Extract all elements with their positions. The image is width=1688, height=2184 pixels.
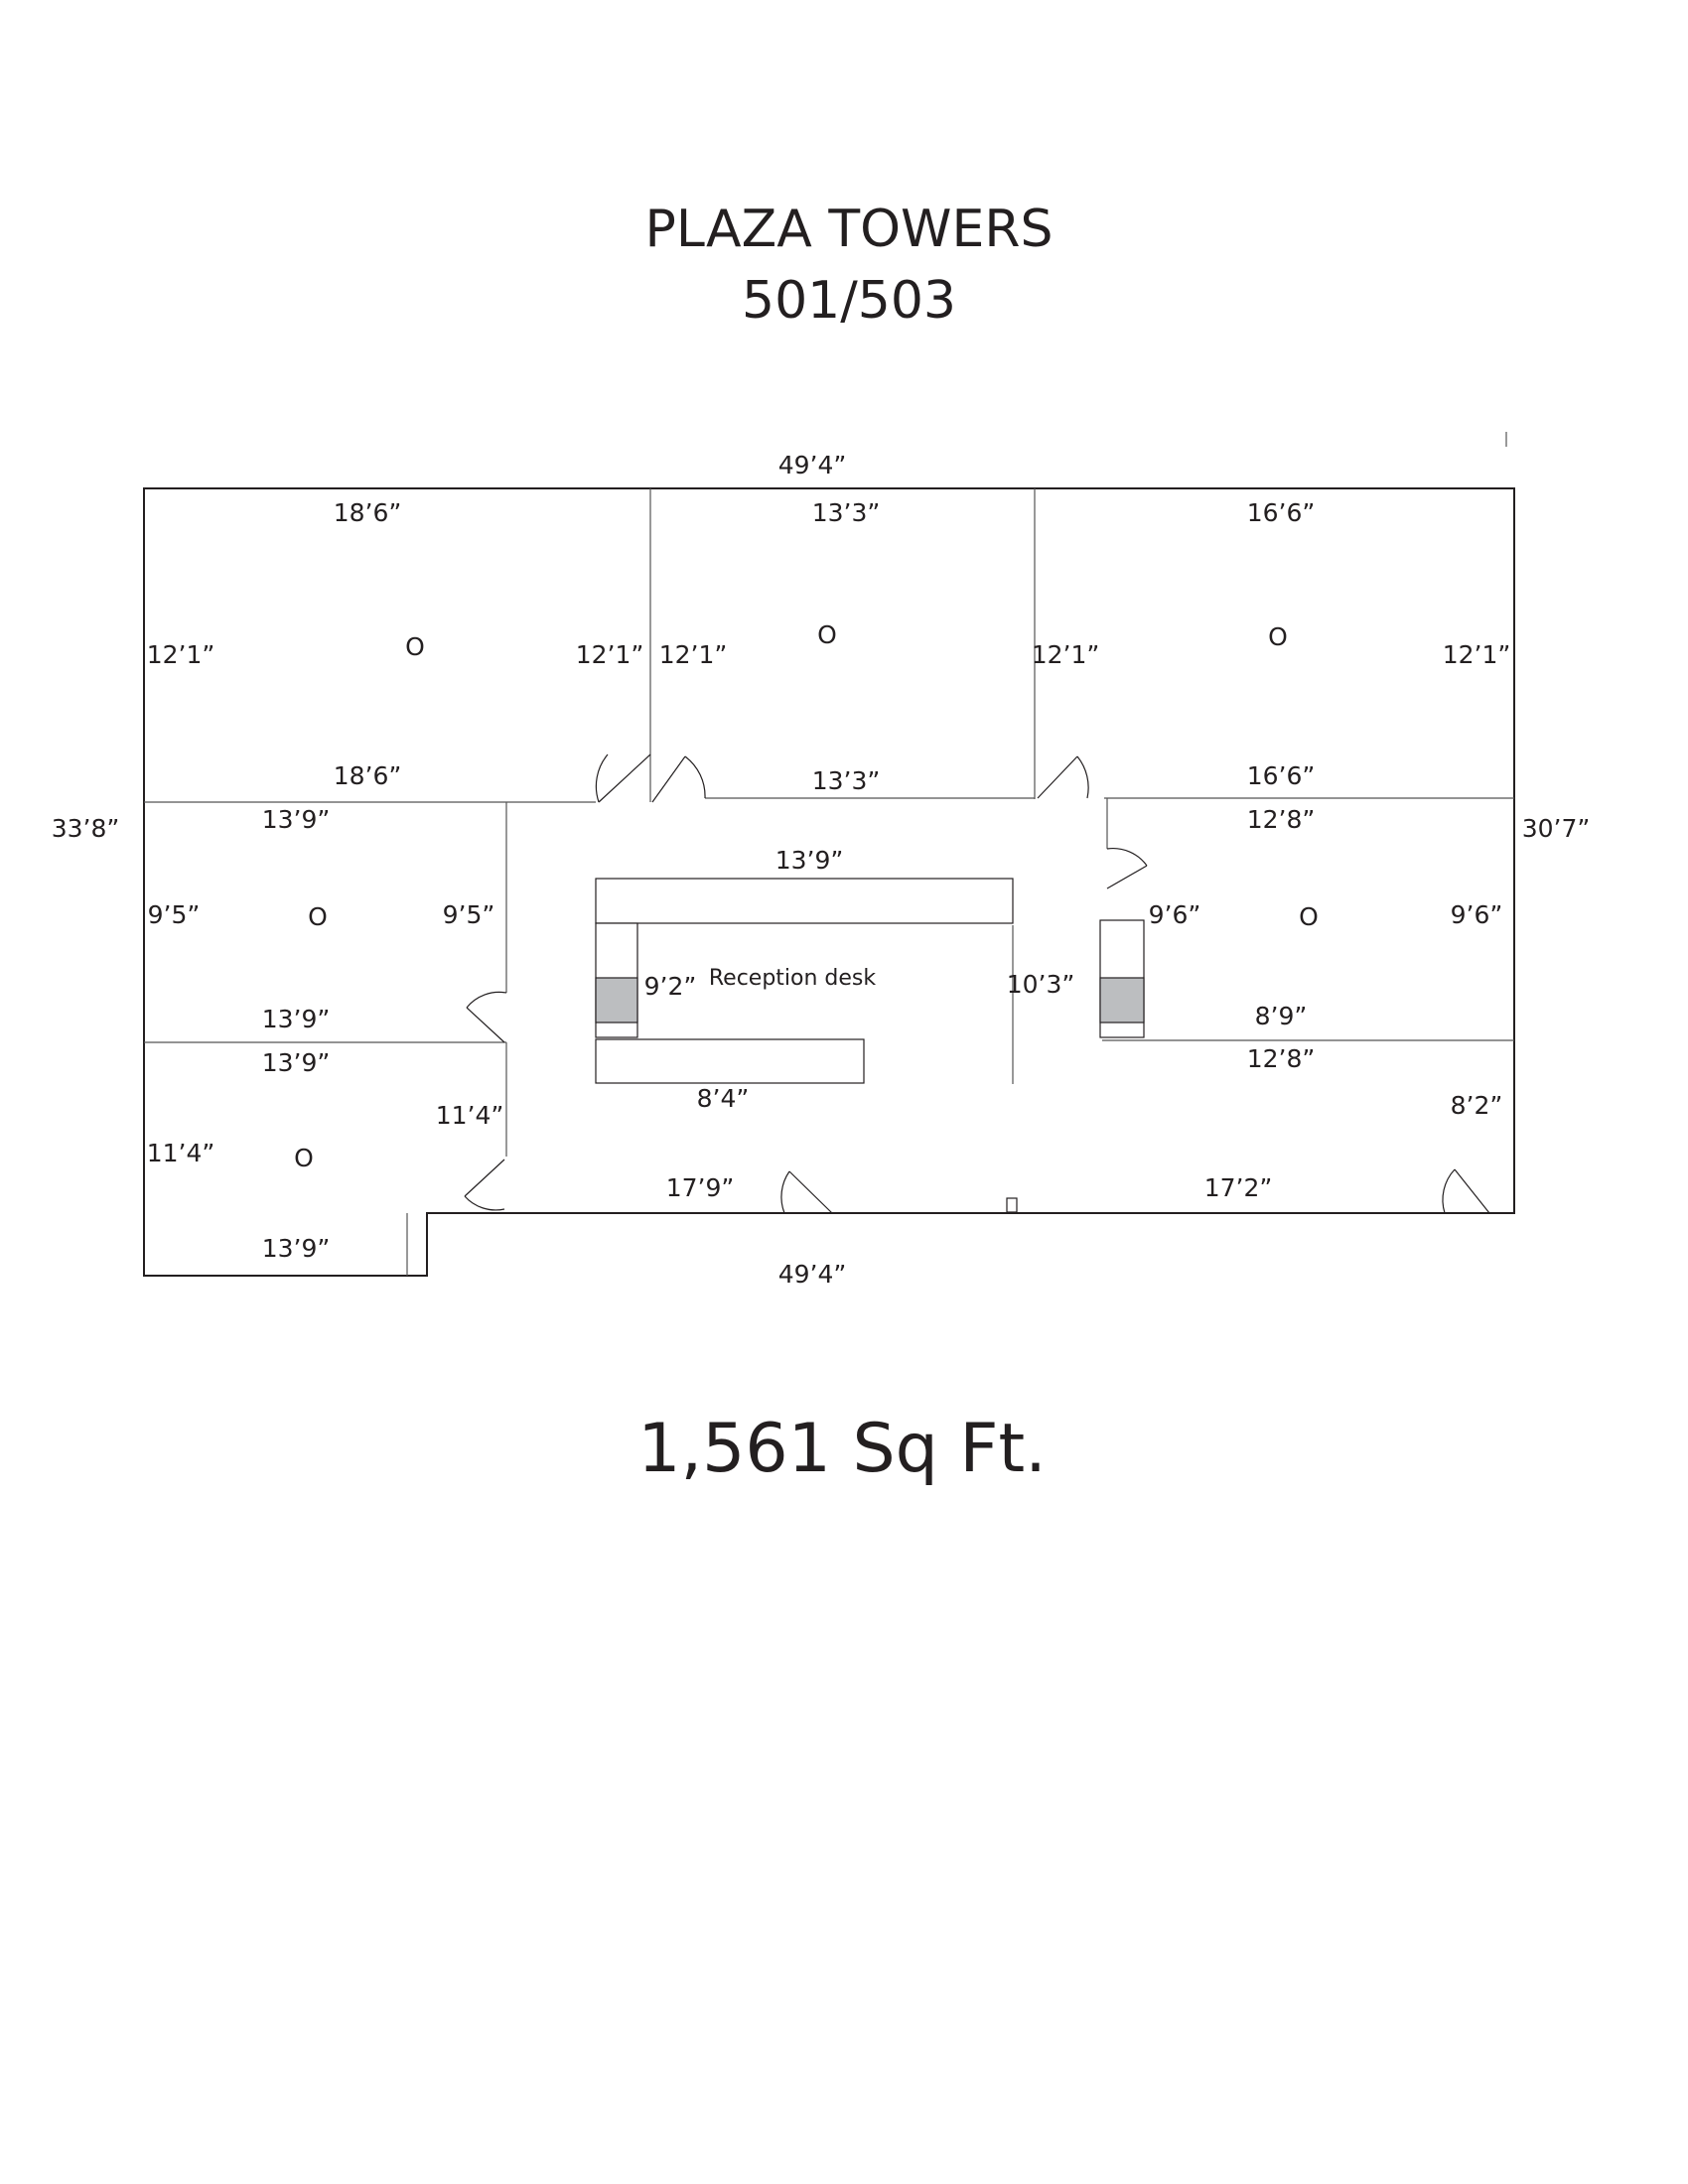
door-right-entry: [1442, 1168, 1490, 1214]
dim-office2-bottom: 13’3”: [812, 766, 881, 795]
interior-walls: [144, 488, 1514, 1276]
dim-office6-top: 12’8”: [1247, 805, 1316, 834]
dim-office6-right: 9’6”: [1451, 900, 1503, 929]
door-office-1: [595, 753, 651, 803]
dim-office3-right: 12’1”: [1443, 640, 1511, 669]
room-marker: O: [1268, 622, 1288, 651]
room-marker: O: [817, 620, 837, 649]
dim-office1-top: 18’6”: [334, 498, 402, 527]
dim-office6-bottom: 8’9”: [1255, 1002, 1308, 1030]
total-area: 1,561 Sq Ft.: [637, 1410, 1047, 1488]
dim-right-side: 30’7”: [1522, 814, 1591, 843]
dim-left-side: 33’8”: [52, 814, 120, 843]
dim-office5-bottom: 13’9”: [262, 1234, 331, 1263]
dim-office5-right: 11’4”: [436, 1101, 504, 1130]
room-marker: O: [1299, 902, 1319, 931]
door-office-4: [466, 991, 507, 1043]
dim-overall-bottom: 49’4”: [778, 1260, 847, 1289]
doors: [464, 753, 1490, 1214]
dim-desk-top: 13’9”: [775, 846, 844, 875]
dim-desk-side: 9’2”: [644, 972, 697, 1001]
dim-office3-bottom: 16’6”: [1247, 761, 1316, 790]
suite-number: 501/503: [742, 271, 956, 331]
building-title: PLAZA TOWERS: [645, 200, 1054, 259]
room-marker: O: [294, 1144, 314, 1172]
dim-office4-right: 9’5”: [443, 900, 495, 929]
dim-office2-right: 12’1”: [1032, 640, 1100, 669]
dim-office2-left: 12’1”: [659, 640, 728, 669]
dim-office1-right: 12’1”: [576, 640, 644, 669]
door-main-entry: [780, 1170, 833, 1214]
door-office-3: [1037, 755, 1089, 799]
dim-lower-right-side: 8’2”: [1451, 1091, 1503, 1120]
door-office-2: [651, 755, 706, 803]
dim-office2-top: 13’3”: [812, 498, 881, 527]
dim-lower-right-top: 12’8”: [1247, 1044, 1316, 1073]
dim-corridor-right: 17’2”: [1204, 1173, 1273, 1202]
dim-corridor-left: 17’9”: [666, 1173, 735, 1202]
door-office-6: [1106, 847, 1148, 889]
room-marker: O: [308, 902, 328, 931]
reception-desk-label: Reception desk: [709, 966, 877, 991]
desk-chair-left: [595, 977, 638, 1024]
dim-office5-top: 13’9”: [262, 1048, 331, 1077]
dim-office4-left: 9’5”: [148, 900, 201, 929]
dim-office5-left: 11’4”: [147, 1139, 215, 1167]
room-marker: O: [405, 632, 425, 661]
dim-office4-bottom: 13’9”: [262, 1005, 331, 1033]
dim-office4-top: 13’9”: [262, 805, 331, 834]
dim-office3-top: 16’6”: [1247, 498, 1316, 527]
outer-walls: [143, 432, 1515, 1277]
dim-office6-left: 9’6”: [1149, 900, 1201, 929]
dim-office1-left: 12’1”: [147, 640, 215, 669]
dim-overall-top: 49’4”: [778, 451, 847, 479]
dim-desk-bottom: 8’4”: [697, 1084, 750, 1113]
dimension-labels: 49’4” 49’4” 33’8” 30’7” 18’6” 18’6” 12’1…: [52, 451, 1591, 1289]
dim-office1-bottom: 18’6”: [334, 761, 402, 790]
door-office-5: [464, 1159, 505, 1211]
desk-chair-right: [1099, 977, 1145, 1024]
dim-reception-depth: 10’3”: [1007, 970, 1075, 999]
room-markers: O O O O O O: [294, 620, 1319, 1172]
reception-desk: [595, 878, 1145, 1084]
